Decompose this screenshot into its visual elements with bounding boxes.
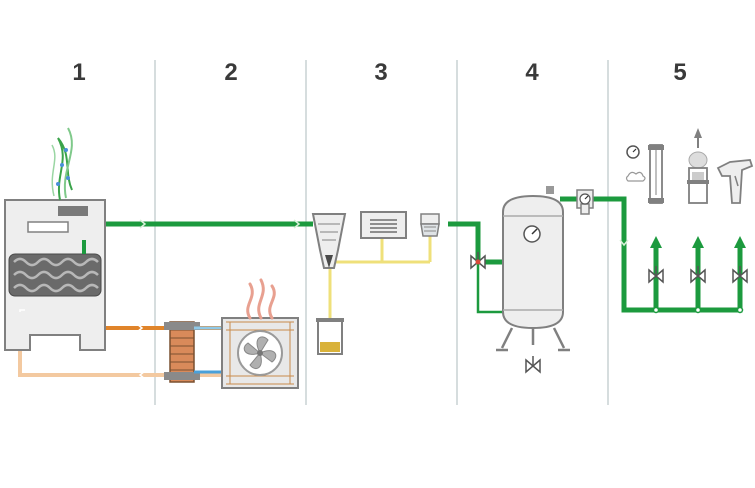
refrigerated-dryer-icon — [360, 211, 407, 239]
ball-valve-icon — [525, 356, 541, 374]
heat-plume-icon — [246, 278, 276, 320]
flow-arrow-icon — [650, 236, 662, 248]
blow-gun-icon — [716, 159, 754, 204]
flow-arrow-icon — [692, 236, 704, 248]
ball-valve-icon — [732, 266, 748, 284]
stage-number-3: 3 — [374, 59, 387, 86]
line-filter-icon — [420, 213, 440, 237]
vacuum-ejector-icon — [687, 128, 709, 204]
tank-bypass-line — [476, 262, 505, 314]
main-air-line-distribution — [560, 196, 743, 313]
flow-arrow-icon — [734, 236, 746, 248]
compressor-unit-icon — [4, 199, 106, 351]
condensate-collector-icon — [316, 318, 344, 355]
condensate-drain-line — [328, 236, 432, 320]
cyclone-separator-icon — [311, 213, 347, 269]
air-intake-plume-icon — [51, 127, 73, 201]
distribution-branches — [653, 245, 701, 310]
stage-number-1: 1 — [72, 59, 85, 86]
junction-dots — [652, 306, 744, 314]
air-receiver-tank-icon — [496, 186, 570, 352]
stage-number-5: 5 — [673, 59, 686, 86]
ball-valve-icon — [470, 252, 486, 270]
stage-dividers — [154, 60, 609, 405]
heat-exchanger-icon — [164, 321, 200, 383]
pressure-gauge-icon — [523, 225, 541, 243]
pressure-regulator-icon — [576, 189, 594, 215]
ball-valve-icon — [648, 266, 664, 284]
flow-chevrons — [139, 219, 629, 247]
main-air-line-stage3 — [448, 221, 503, 265]
main-air-line-stage1 — [81, 221, 313, 240]
stage-number-4: 4 — [525, 59, 539, 86]
pneumatic-cylinder-icon — [625, 144, 664, 204]
ball-valve-icon — [690, 266, 706, 284]
stage-number-2: 2 — [224, 59, 237, 86]
fan-cooler-icon — [221, 317, 299, 389]
